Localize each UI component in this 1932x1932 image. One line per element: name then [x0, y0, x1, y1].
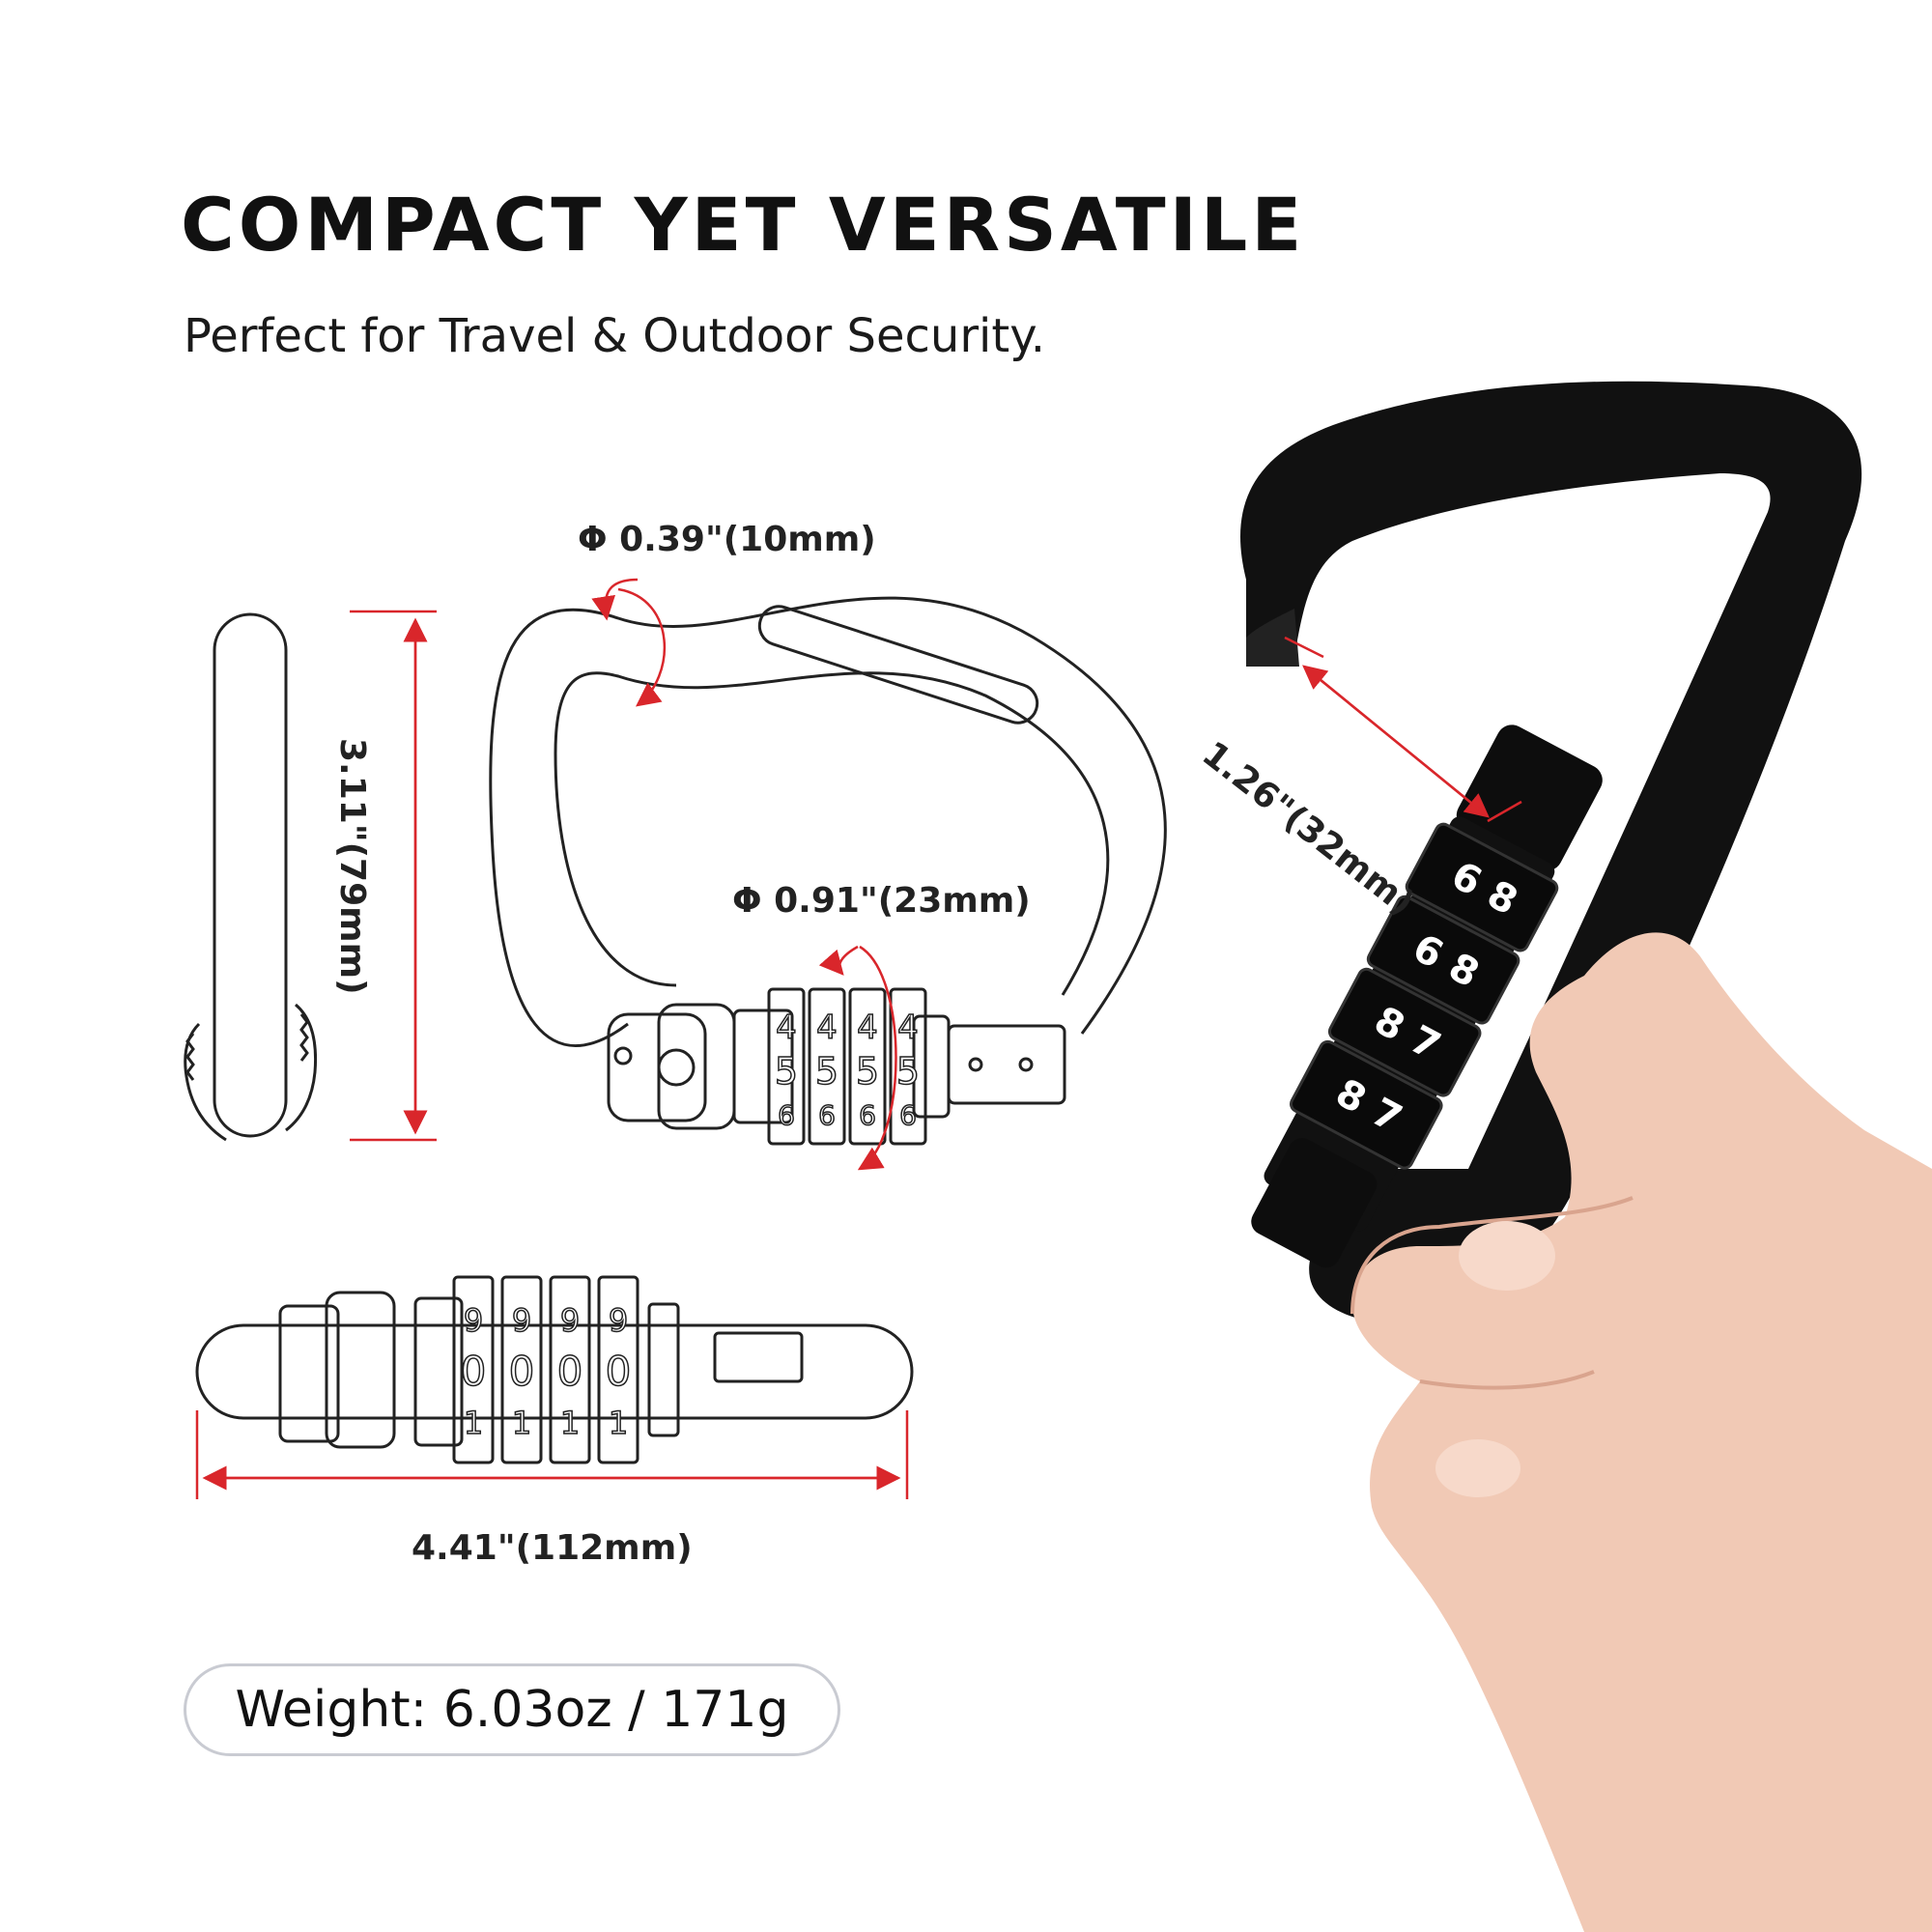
- bottom-view-outline: [195, 1275, 914, 1464]
- side-view-outline: [184, 612, 318, 1142]
- dial-digit: 6: [859, 1099, 876, 1131]
- dial-digit: 5: [856, 1050, 879, 1093]
- dial-diameter-arrow: [818, 945, 897, 1171]
- page-subtitle: Perfect for Travel & Outdoor Security.: [184, 309, 1046, 363]
- dial-digit: 9: [512, 1302, 531, 1339]
- front-view-outline: [489, 596, 1167, 1146]
- gate-opening-dimension-line: [1284, 636, 1522, 823]
- dial-digit: 0: [606, 1348, 632, 1395]
- dial-digit: 0: [557, 1348, 583, 1395]
- dial-digit: 1: [560, 1405, 580, 1441]
- rod-diameter-arrow: [591, 578, 667, 707]
- dial-digit: 4: [816, 1009, 838, 1047]
- length-label: 4.41"(112mm): [412, 1528, 693, 1568]
- dial-digit: 1: [609, 1405, 628, 1441]
- page-title: COMPACT YET VERSATILE: [181, 182, 1306, 268]
- height-dimension-line: [350, 610, 437, 1142]
- height-label: 3.11"(79mm): [332, 738, 372, 995]
- dial-digit: 4: [897, 1009, 919, 1047]
- carabiner-photo: 6 8 6 8 8 7 8 7: [1240, 381, 1862, 1324]
- dial-digit: 9: [464, 1302, 483, 1339]
- dial-digit: 9: [609, 1302, 628, 1339]
- dial-digit: 5: [896, 1050, 920, 1093]
- dial-diameter-label: Φ 0.91"(23mm): [732, 881, 1031, 921]
- weight-text: Weight: 6.03oz / 171g: [235, 1681, 789, 1739]
- length-dimension-line: [195, 1410, 909, 1499]
- rod-diameter-label: Φ 0.39"(10mm): [578, 520, 876, 559]
- dial-digit: 6: [818, 1099, 836, 1131]
- hand-photo: [1350, 932, 1932, 1932]
- dial-digit: 4: [776, 1009, 797, 1047]
- dial-digit: 1: [512, 1405, 531, 1441]
- dial-digit: 0: [461, 1348, 487, 1395]
- dial-digit: 5: [815, 1050, 838, 1093]
- dial-digit: 4: [857, 1009, 878, 1047]
- dial-digit: 6: [778, 1099, 795, 1131]
- dial-digit: 5: [775, 1050, 798, 1093]
- dial-digit: 1: [464, 1405, 483, 1441]
- dial-digit: 6: [899, 1099, 917, 1131]
- weight-badge: Weight: 6.03oz / 171g: [184, 1663, 840, 1756]
- dial-digit: 0: [509, 1348, 535, 1395]
- dial-digit: 9: [560, 1302, 580, 1339]
